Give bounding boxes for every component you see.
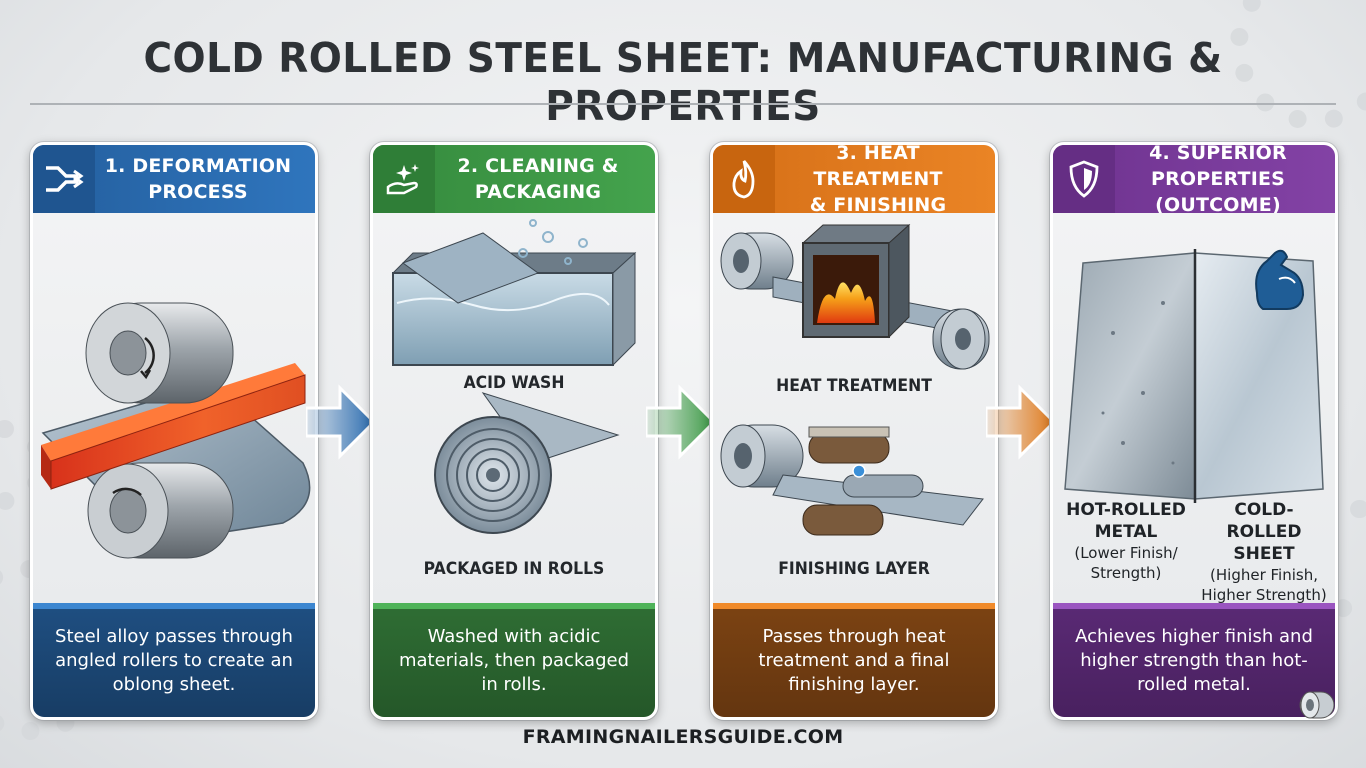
card-title-line1: 4. SUPERIOR PROPERTIES bbox=[1149, 142, 1287, 190]
card-description: Passes through heat treatment and a fina… bbox=[713, 603, 995, 717]
card-title-line2: PROCESS bbox=[148, 181, 248, 203]
card-description: Achieves higher finish and higher streng… bbox=[1053, 603, 1335, 717]
card-heat-treatment: 3. HEAT TREATMENT & FINISHING bbox=[710, 142, 998, 720]
flow-arrow-1 bbox=[306, 384, 376, 460]
cold-rolled-desc: (Higher Finish, Higher Strength) bbox=[1201, 566, 1327, 604]
shield-icon bbox=[1053, 145, 1115, 213]
card-title-line1: 2. CLEANING & bbox=[457, 155, 619, 177]
rolling-illustration bbox=[33, 213, 315, 603]
website-url[interactable]: FRAMINGNAILERSGUIDE.COM bbox=[522, 726, 844, 748]
flame-icon bbox=[713, 145, 775, 213]
flow-arrow-2 bbox=[646, 384, 716, 460]
merge-arrows-icon bbox=[33, 145, 95, 213]
card-description: Washed with acidic materials, then packa… bbox=[373, 603, 655, 717]
card-description: Steel alloy passes through angled roller… bbox=[33, 603, 315, 717]
card-title-line1: 1. DEFORMATION bbox=[104, 155, 292, 177]
card-title-line2: & FINISHING bbox=[809, 194, 947, 216]
card-deformation-process: 1. DEFORMATION PROCESS bbox=[30, 142, 318, 720]
card-description-text: Achieves higher finish and higher streng… bbox=[1075, 626, 1313, 695]
hot-rolled-name: HOT-ROLLED METAL bbox=[1066, 500, 1186, 542]
card-cleaning-packaging: 2. CLEANING & PACKAGING bbox=[370, 142, 658, 720]
sheet-comparison-illustration: HOT-ROLLED METAL (Lower Finish/ Strength… bbox=[1053, 213, 1335, 605]
flow-arrow-3 bbox=[986, 384, 1056, 460]
heat-treatment-illustration: HEAT TREATMENT FINISHING LAYER bbox=[713, 213, 995, 603]
card-title-line2: (OUTCOME) bbox=[1155, 194, 1281, 216]
card-description-text: Washed with acidic materials, then packa… bbox=[398, 626, 630, 695]
sparkle-hand-icon bbox=[373, 145, 435, 213]
acid-wash-label: ACID WASH bbox=[463, 373, 565, 393]
card-superior-properties: 4. SUPERIOR PROPERTIES (OUTCOME) bbox=[1050, 142, 1338, 720]
card-header: 2. CLEANING & PACKAGING bbox=[373, 145, 655, 213]
card-description-text: Steel alloy passes through angled roller… bbox=[55, 626, 293, 695]
steel-coil-icon bbox=[1299, 691, 1335, 719]
cleaning-illustration: ACID WASH PACKAGED IN ROLLS bbox=[373, 213, 655, 603]
cold-rolled-column: COLD-ROLLED SHEET (Higher Finish, Higher… bbox=[1199, 499, 1329, 605]
packaged-rolls-label: PACKAGED IN ROLLS bbox=[423, 559, 605, 579]
card-title-line2: PACKAGING bbox=[474, 181, 602, 203]
heat-treatment-label: HEAT TREATMENT bbox=[776, 376, 932, 396]
card-header: 1. DEFORMATION PROCESS bbox=[33, 145, 315, 213]
hot-rolled-desc: (Lower Finish/ Strength) bbox=[1074, 544, 1178, 582]
flexed-arm-icon bbox=[1255, 249, 1305, 310]
card-description-text: Passes through heat treatment and a fina… bbox=[758, 626, 950, 695]
page-title: COLD ROLLED STEEL SHEET: MANUFACTURING &… bbox=[143, 34, 1223, 130]
title-divider bbox=[30, 103, 1336, 105]
cold-rolled-name: COLD-ROLLED SHEET bbox=[1226, 500, 1302, 564]
hot-rolled-column: HOT-ROLLED METAL (Lower Finish/ Strength… bbox=[1061, 499, 1191, 583]
card-header: 3. HEAT TREATMENT & FINISHING bbox=[713, 142, 995, 216]
card-title-line1: 3. HEAT TREATMENT bbox=[813, 142, 943, 190]
finishing-layer-label: FINISHING LAYER bbox=[778, 559, 930, 579]
card-header: 4. SUPERIOR PROPERTIES (OUTCOME) bbox=[1053, 142, 1335, 216]
